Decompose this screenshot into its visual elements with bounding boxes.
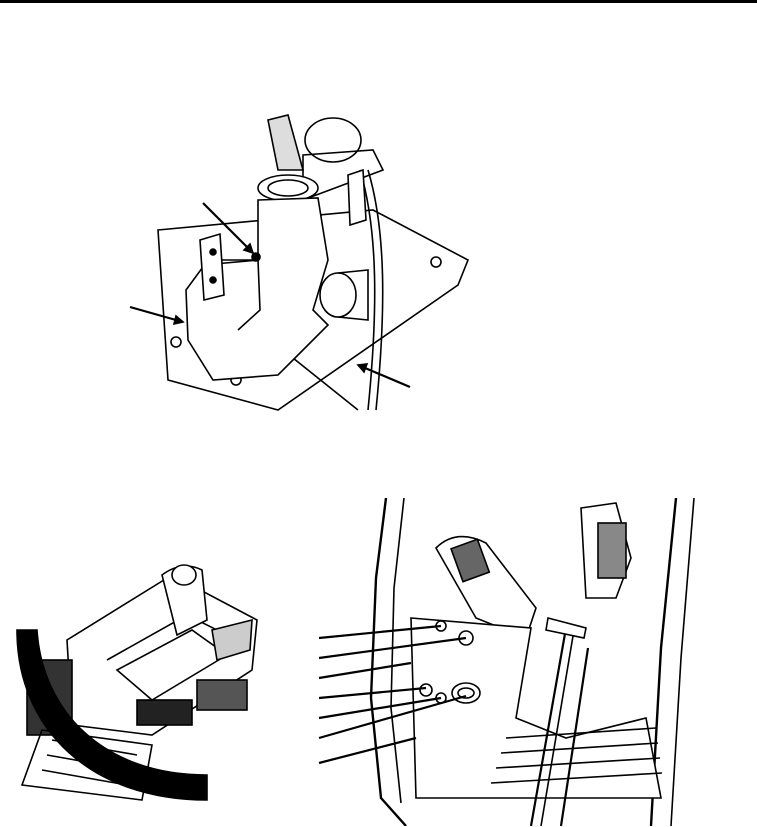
leader-arrow bbox=[318, 636, 467, 660]
air-duct-illustration bbox=[128, 110, 478, 420]
duct-collar bbox=[257, 174, 319, 202]
cab-floor bbox=[410, 617, 662, 799]
travel-lever bbox=[529, 627, 568, 826]
mount-bolt bbox=[430, 256, 442, 268]
vent-housing bbox=[267, 114, 305, 171]
leader-arrow bbox=[129, 305, 184, 324]
leader-arrow bbox=[318, 736, 417, 765]
cab-interior-illustration bbox=[316, 498, 701, 826]
hose bbox=[359, 169, 376, 411]
armrest-panel bbox=[211, 618, 253, 662]
fastener bbox=[251, 252, 261, 262]
leader-arrow bbox=[318, 661, 412, 680]
upper-duct-opening bbox=[304, 117, 362, 163]
vent-grille bbox=[450, 538, 491, 583]
leader-arrow bbox=[202, 202, 254, 254]
floor-port bbox=[451, 682, 481, 704]
floor-bolt bbox=[419, 683, 433, 697]
bracket bbox=[199, 232, 225, 302]
leader-arrow bbox=[357, 363, 411, 389]
base-plate bbox=[157, 209, 470, 411]
leader-arrow bbox=[318, 686, 427, 700]
operator-seat-illustration bbox=[12, 560, 272, 805]
cab-frame bbox=[369, 498, 407, 826]
side-duct-opening bbox=[319, 272, 357, 318]
leader-arrow bbox=[318, 624, 442, 640]
leader-arrow bbox=[318, 694, 467, 740]
rotation-arrow bbox=[16, 629, 208, 801]
header-rule bbox=[0, 0, 757, 3]
leader-arrow bbox=[318, 696, 442, 720]
